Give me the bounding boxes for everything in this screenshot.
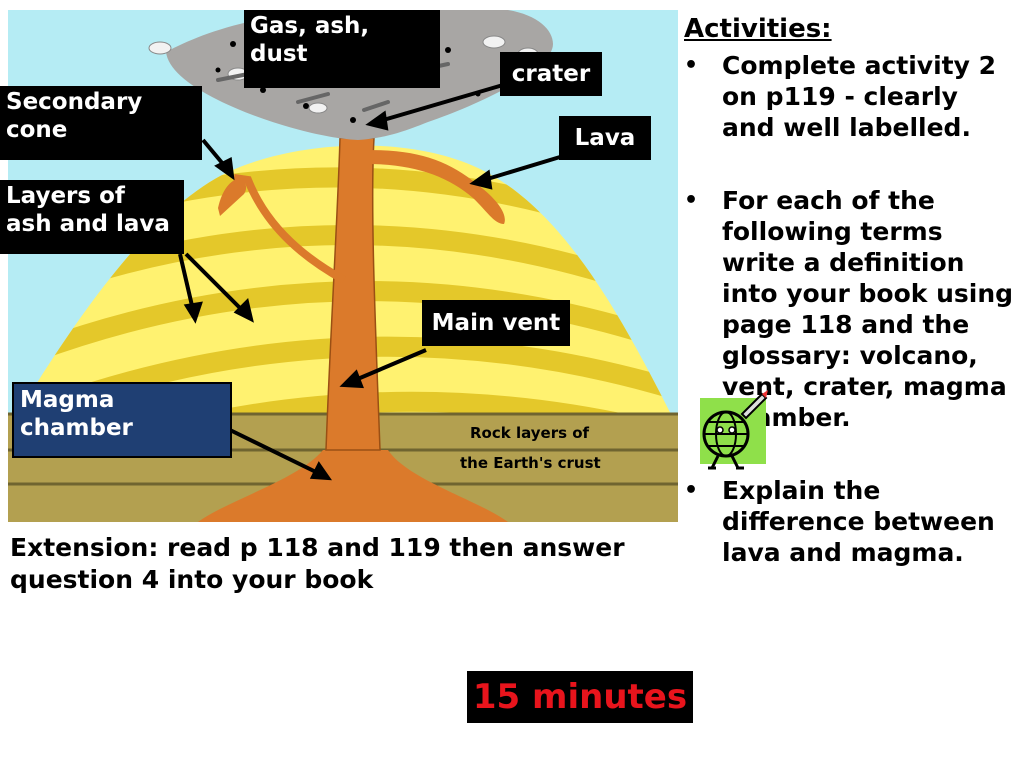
activities-list: • Complete activity 2 on p119 - clearly … (684, 50, 1014, 568)
arrow-crater (379, 83, 504, 123)
main-vent-shape (325, 137, 381, 451)
magma-chamber-shape (198, 450, 508, 522)
crust-label-line-1: Rock layers of (470, 424, 590, 442)
volcano-diagram: Gas, ash, dust crater Secondary cone Lav… (0, 10, 678, 522)
timer-badge: 15 minutes (467, 671, 693, 723)
activities-heading: Activities: (684, 14, 832, 44)
arrow-layers-2 (184, 252, 246, 314)
secondary-conduit (233, 174, 346, 284)
label-crater: crater (500, 52, 602, 96)
activity-text: For each of the following terms write a … (722, 186, 1014, 432)
arrow-layers-1 (178, 253, 195, 311)
arrow-lava (483, 155, 561, 182)
activity-item: • Explain the difference between lava an… (684, 475, 1014, 568)
activity-text: Explain the difference between lava and … (722, 476, 995, 567)
label-main-vent: Main vent (422, 300, 570, 346)
bullet-icon: • (684, 53, 699, 78)
label-layers-of-ash-and-lava: Layers of ash and lava (0, 180, 184, 254)
label-secondary-cone: Secondary cone (0, 86, 202, 160)
extension-text: Extension: read p 118 and 119 then answe… (10, 533, 625, 594)
arrow-main-vent (352, 348, 427, 383)
label-arrows (178, 83, 561, 481)
activity-item: • Complete activity 2 on p119 - clearly … (684, 50, 1014, 143)
globe-rocket-icon (696, 388, 770, 472)
bullet-icon: • (684, 188, 699, 213)
bullet-icon: • (684, 478, 699, 503)
activity-text: Complete activity 2 on p119 - clearly an… (722, 51, 997, 142)
secondary-cone-shape (218, 178, 247, 216)
arrow-magma-chamber (229, 428, 321, 476)
activity-item: • For each of the following terms write … (684, 185, 1014, 433)
label-magma-chamber: Magma chamber (12, 382, 232, 458)
label-lava: Lava (559, 116, 651, 160)
label-gas-ash-dust: Gas, ash, dust (244, 10, 440, 88)
crust-label-line-2: the Earth's crust (460, 454, 601, 472)
lava-flow-shape (368, 150, 505, 224)
activities-panel: Activities: • Complete activity 2 on p11… (684, 14, 1014, 568)
